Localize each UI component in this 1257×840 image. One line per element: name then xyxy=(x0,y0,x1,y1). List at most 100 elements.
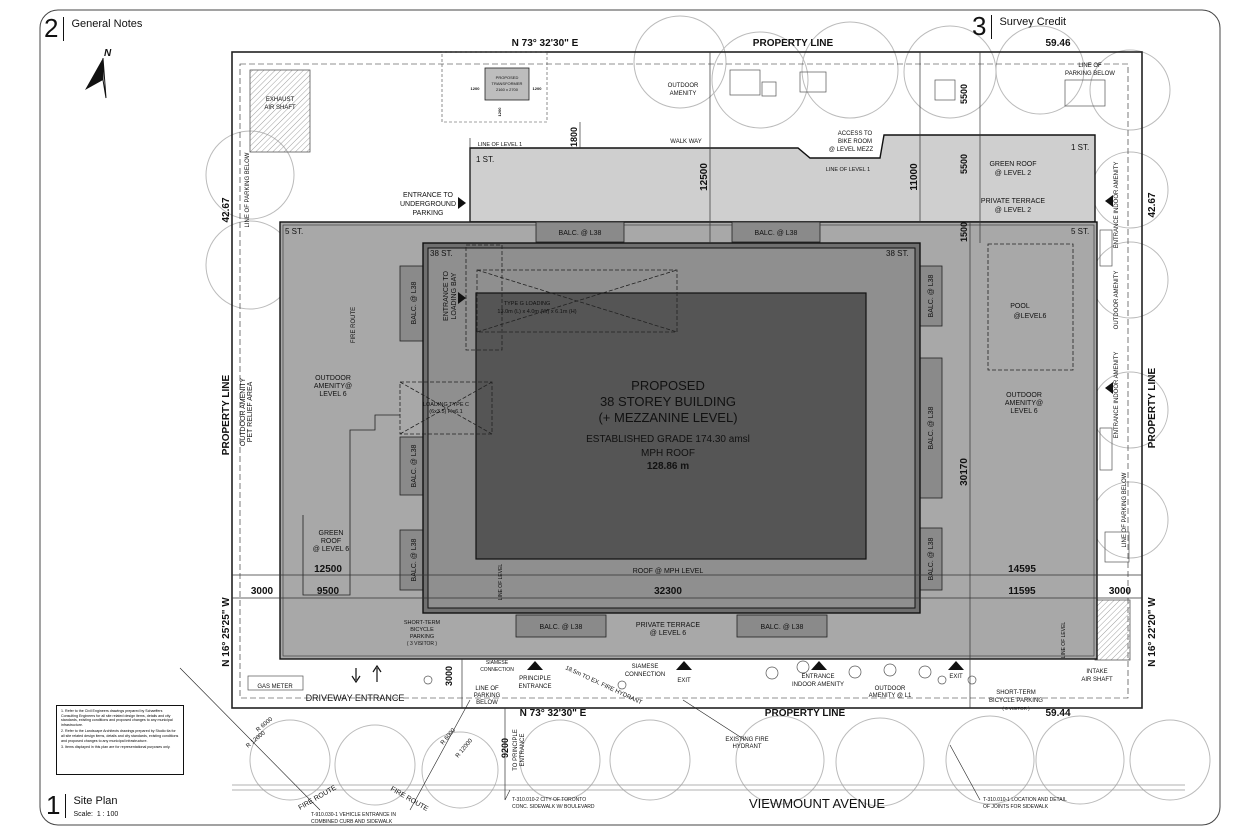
left-property-line: PROPERTY LINE xyxy=(221,374,232,455)
view-3-label: 3 Survey Credit xyxy=(972,13,1066,39)
to-principle-2: ENTRANCE xyxy=(520,733,526,766)
view-2-number: 2 xyxy=(44,13,59,43)
bottom-length: 59.44 xyxy=(1045,708,1070,719)
outdoor-amenity-left-1: OUTDOOR xyxy=(315,375,351,382)
dim-9500: 9500 xyxy=(317,586,340,597)
top-bearing: N 73° 32'30" E xyxy=(512,38,579,49)
balc-label-left-2: BALC. @ L38 xyxy=(411,444,418,487)
line-of-level1-top: LINE OF LEVEL 1 xyxy=(478,142,522,148)
intake-label-2: AIR SHAFT xyxy=(1081,677,1113,683)
short-term-left-4: ( 3 VISITOR ) xyxy=(407,641,438,647)
dim-5500-a: 5500 xyxy=(959,84,969,104)
callout-mid-1: T-310.010-2 CITY OF TORONTO xyxy=(512,797,586,803)
view-3-number: 3 xyxy=(972,11,987,41)
label-38st-left: 38 ST. xyxy=(430,249,453,258)
line-of-level1-podium: LINE OF LEVEL 1 xyxy=(826,167,870,173)
fire-route-v: FIRE ROUTE xyxy=(351,307,357,343)
view-1-label: 1 Site Plan Scale: 1 : 100 xyxy=(46,792,118,818)
view-2-label: 2 General Notes xyxy=(44,15,142,41)
note-2: 2. Refer to the Landscape Architects dra… xyxy=(61,729,179,743)
short-term-right-1: SHORT-TERM xyxy=(996,690,1036,696)
gas-meter-box xyxy=(247,675,304,691)
balc-label-bottom-2: BALC. @ L38 xyxy=(761,624,804,631)
entrance-indoor-amenity-v2: ENTRANCE INDOOR AMENITY xyxy=(1114,352,1120,439)
mph-roof xyxy=(475,292,867,560)
outdoor-amenity-v: OUTDOOR AMENITY xyxy=(1114,271,1120,330)
short-term-left-3: PARKING xyxy=(410,634,434,640)
intake-label-1: INTAKE xyxy=(1086,669,1107,675)
line-parking-top-1: LINE OF xyxy=(1078,63,1102,69)
dim-1200-c: 1200 xyxy=(497,107,502,117)
bottom-bearing: N 73° 32'30" E xyxy=(520,708,587,719)
pool-label-2: @LEVEL6 xyxy=(1014,313,1047,320)
established-grade: ESTABLISHED GRADE 174.30 amsl xyxy=(586,434,750,445)
callout-right-2: OF JOINTS FOR SIDEWALK xyxy=(983,804,1049,810)
building-title-3: (+ MEZZANINE LEVEL) xyxy=(598,410,737,425)
outdoor-amenity-top-2: AMENITY xyxy=(670,91,697,97)
view-1-scale-label: Scale: xyxy=(73,811,93,818)
entrance-underground-3: PARKING xyxy=(413,210,444,217)
entrance-loading-2: LOADING BAY xyxy=(451,272,458,319)
exhaust-label-1: EXHAUST xyxy=(266,97,295,103)
callout-leaders xyxy=(179,667,981,811)
line-parking-bottom-2: PARKING xyxy=(474,693,501,699)
gas-meter-label: GAS METER xyxy=(257,684,293,690)
principle-entrance-1: PRINCIPLE xyxy=(519,676,551,682)
mph-roof-value: 128.86 m xyxy=(647,461,689,472)
balc-label-top-1: BALC. @ L38 xyxy=(559,230,602,237)
short-term-right-3: ( 6 VISITOR ) xyxy=(1002,706,1030,711)
right-property-line: PROPERTY LINE xyxy=(1147,367,1158,448)
right-bearing: N 16° 22'20" W xyxy=(1147,597,1158,667)
dim-32300: 32300 xyxy=(654,586,682,597)
outdoor-amenity-l1-1: OUTDOOR xyxy=(875,686,906,692)
property-boundary xyxy=(231,51,1143,709)
green-roof-l2-1: GREEN ROOF xyxy=(989,161,1036,168)
balconies-l38 xyxy=(399,221,943,638)
entrance-underground-2: UNDERGROUND xyxy=(400,201,456,208)
dim-30170: 30170 xyxy=(959,458,970,486)
principle-entrance-2: ENTRANCE xyxy=(518,684,551,690)
dim-1800: 1800 xyxy=(569,127,579,147)
outdoor-amenity-left-2: AMENITY@ xyxy=(314,383,352,390)
access-bike-1: ACCESS TO xyxy=(838,131,873,137)
green-roof-l6-2: ROOF xyxy=(321,538,341,545)
general-notes-box: 1. Refer to the Civil Engineers drawings… xyxy=(56,705,184,775)
siamese-label-1: SIAMESE xyxy=(486,660,509,666)
dim-12500-v: 12500 xyxy=(699,163,710,191)
label-38st-right: 38 ST. xyxy=(886,249,909,258)
label-1st-left: 1 ST. xyxy=(476,155,494,164)
siamese2-label-2: CONNECTION xyxy=(625,672,665,678)
loading-c-1: LOADING TYPE C xyxy=(423,402,469,408)
balc-label-top-2: BALC. @ L38 xyxy=(755,230,798,237)
outdoor-amenity-right-3: LEVEL 6 xyxy=(1010,408,1037,415)
entrance-indoor-amenity-v1: ENTRANCE INDOOR AMENITY xyxy=(1114,162,1120,249)
dim-5500-b: 5500 xyxy=(959,154,969,174)
type-g-loading-2: 13.0m (L) x 4.0m (W) x 6.1m (H) xyxy=(497,309,576,315)
dim-1200-a: 1200 xyxy=(471,86,481,91)
note-1: 1. Refer to the Civil Engineers drawings… xyxy=(61,709,173,727)
dim-1200-b: 1200 xyxy=(533,86,543,91)
line-of-level-v2: LINE OF LEVEL xyxy=(1061,622,1067,659)
north-arrow-icon xyxy=(85,57,107,99)
green-roof-l2-2: @ LEVEL 2 xyxy=(995,170,1032,177)
transformer-zone xyxy=(441,51,548,123)
driveway-entrance-label: DRIVEWAY ENTRANCE xyxy=(306,693,405,703)
line-parking-left: LINE OF PARKING BELOW xyxy=(245,152,251,227)
entrance-indoor-2: INDOOR AMENITY xyxy=(792,682,844,688)
line-parking-top-2: PARKING BELOW xyxy=(1065,71,1115,77)
entrance-loading-1: ENTRANCE TO xyxy=(443,270,450,320)
dimension-lines xyxy=(232,52,1142,800)
north-label: N xyxy=(104,48,112,59)
dim-11595: 11595 xyxy=(1008,586,1036,597)
dim-3000-v: 3000 xyxy=(444,666,454,686)
line-parking-bottom-3: BELOW xyxy=(476,700,498,706)
pet-relief-2: PET RELIEF AREA xyxy=(247,381,254,442)
view-1-title: Site Plan xyxy=(73,795,118,807)
right-length: 42.67 xyxy=(1147,192,1158,217)
view-1-number: 1 xyxy=(46,790,61,820)
sheet-border xyxy=(39,9,1221,826)
entrance-underground-1: ENTRANCE TO xyxy=(403,192,453,199)
outdoor-amenity-top-1: OUTDOOR xyxy=(668,83,699,89)
private-terrace-l6-1: PRIVATE TERRACE xyxy=(636,622,701,629)
